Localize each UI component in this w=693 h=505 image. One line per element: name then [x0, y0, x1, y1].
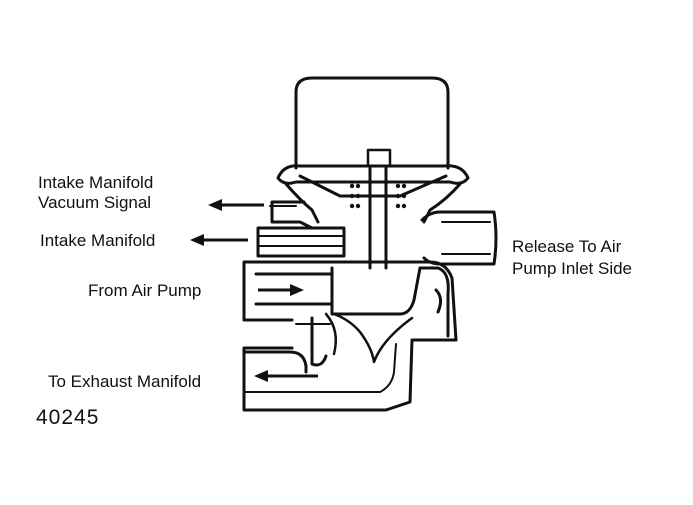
spring-right — [395, 183, 407, 209]
exhaust-outlet — [242, 316, 328, 374]
label-to-exhaust: To Exhaust Manifold — [48, 372, 202, 391]
label-release-line2: Pump Inlet Side — [512, 259, 633, 278]
cover-flange — [276, 164, 470, 185]
label-from-air-pump: From Air Pump — [88, 281, 202, 300]
label-release-line1: Release To Air — [512, 237, 622, 256]
intake-manifold-port — [256, 226, 346, 258]
label-intake-manifold: Intake Manifold — [40, 231, 156, 250]
spring-left — [349, 183, 361, 209]
diaphragm-housing — [284, 182, 462, 224]
valve-stem — [368, 164, 388, 270]
poppet-valve — [332, 312, 414, 364]
stem-nut — [366, 148, 392, 168]
diaphragm-cover — [294, 76, 450, 170]
figure-id: 40245 — [36, 406, 100, 429]
label-intake-vacuum-line1: Intake Manifold — [38, 173, 154, 192]
label-intake-vacuum-line2: Vacuum Signal — [38, 193, 152, 212]
body-inner — [254, 266, 422, 316]
body-right-wall — [418, 266, 450, 338]
release-port — [420, 210, 498, 266]
vacuum-port — [270, 200, 314, 230]
valve-body — [242, 260, 458, 412]
diaphragm-plate — [298, 174, 448, 198]
